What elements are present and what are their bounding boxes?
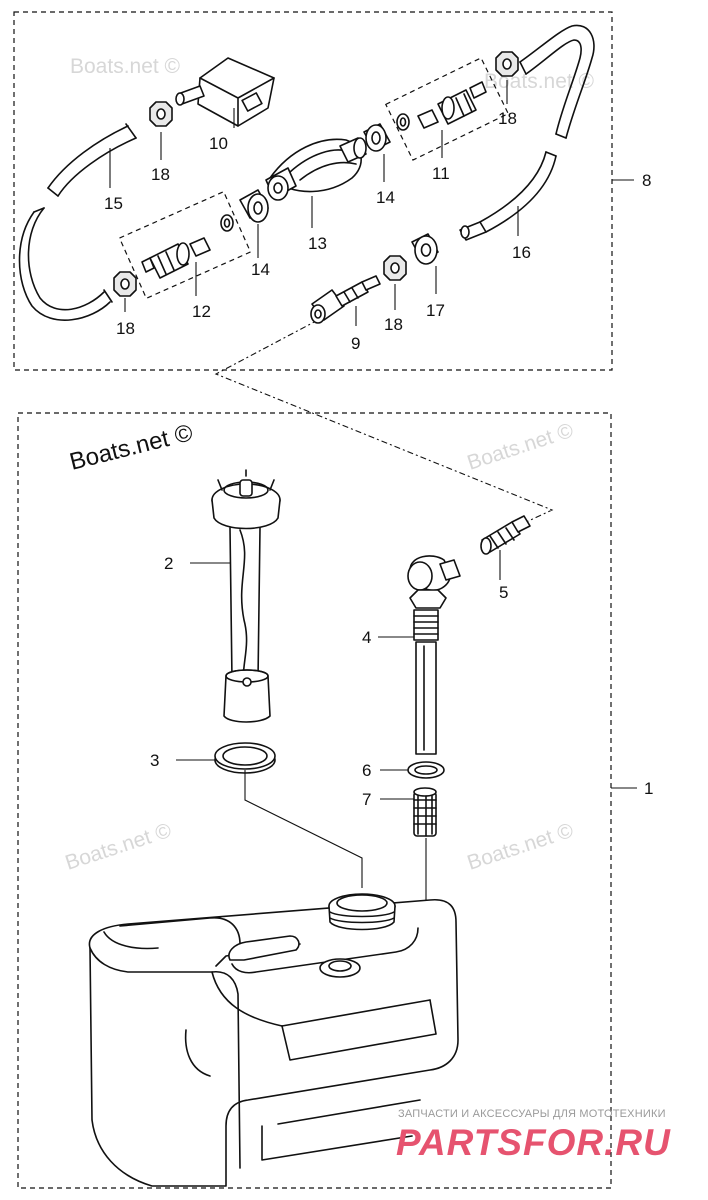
watermark: Boats.net ©	[464, 419, 576, 475]
connector-12	[118, 190, 252, 300]
assembly-line	[244, 770, 363, 888]
clamp-18-top-left	[149, 101, 173, 127]
fuel-hose-15	[18, 123, 137, 321]
part-label-16: 16	[512, 243, 531, 262]
clamp-18-top-right	[495, 51, 519, 77]
part-label-9: 9	[351, 334, 360, 353]
brand-tagline: ЗАПЧАСТИ И АКСЕССУАРЫ ДЛЯ МОТОТЕХНИКИ	[398, 1108, 666, 1120]
clamp-18-bottom-center	[383, 255, 407, 281]
collar-14-left	[239, 189, 269, 223]
part-label-13: 13	[308, 234, 327, 253]
fuel-hose-16	[459, 24, 595, 241]
part-label-7: 7	[362, 790, 371, 809]
fitting-9	[310, 275, 381, 324]
part-label-18: 18	[151, 165, 170, 184]
part-label-5: 5	[499, 583, 508, 602]
watermark-featured: Boats.net ©	[67, 419, 196, 476]
primer-bulb-13	[265, 137, 367, 201]
part-label-18: 18	[498, 109, 517, 128]
part-label-17: 17	[426, 301, 445, 320]
part-label-15: 15	[104, 194, 123, 213]
part-label-14: 14	[251, 260, 270, 279]
pickup-tube-4	[407, 555, 461, 755]
o-ring-3	[214, 742, 276, 774]
strainer-7	[413, 787, 437, 837]
connection-line	[214, 319, 554, 525]
o-ring-6	[407, 761, 445, 779]
part-label-11: 11	[432, 164, 450, 183]
watermark: Boats.net ©	[70, 55, 181, 78]
fuel-tank-body	[88, 893, 459, 1187]
part-label-3: 3	[150, 751, 159, 770]
part-label-18: 18	[384, 315, 403, 334]
connector-cap-10	[175, 57, 275, 127]
collar-17	[411, 233, 439, 265]
watermark: Boats.net ©	[464, 819, 576, 875]
connector-11	[384, 57, 510, 161]
part-label-4: 4	[362, 628, 371, 647]
part-label-1: 1	[644, 779, 653, 798]
hose-kit-group-box	[13, 11, 613, 371]
part-label-14: 14	[376, 188, 395, 207]
part-label-18: 18	[116, 319, 135, 338]
fuel-gauge-2	[211, 469, 281, 723]
clamp-18-bottom-left	[113, 271, 137, 297]
watermark: Boats.net ©	[62, 819, 174, 875]
part-label-8: 8	[642, 171, 651, 190]
part-label-10: 10	[209, 134, 228, 153]
brand-name: PARTSFOR.RU	[396, 1122, 671, 1163]
part-label-12: 12	[192, 302, 211, 321]
collar-14-right	[363, 123, 391, 152]
fitting-5	[480, 515, 531, 555]
part-label-6: 6	[362, 761, 371, 780]
part-label-2: 2	[164, 554, 173, 573]
